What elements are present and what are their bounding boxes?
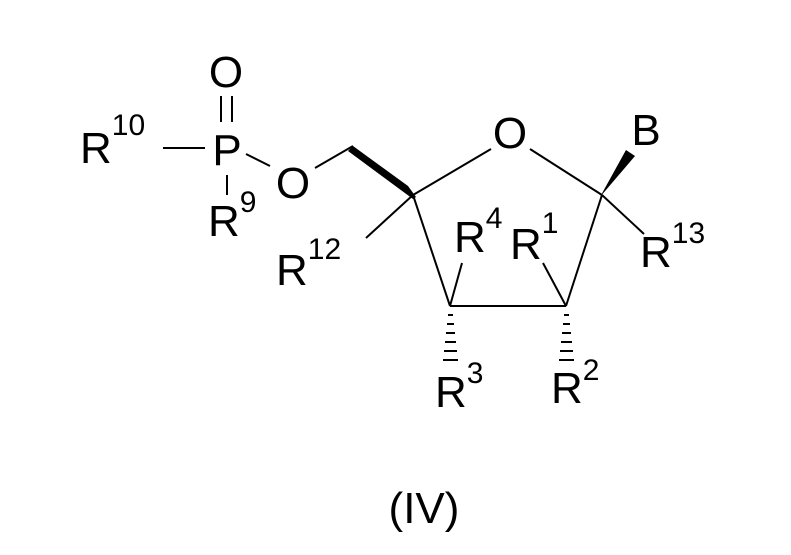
atom-o-ring: O bbox=[493, 109, 527, 158]
c4-c3-bond bbox=[413, 195, 450, 306]
atom-b: B bbox=[631, 106, 660, 155]
wedge-bond-b bbox=[600, 150, 635, 197]
hashed-bond-c2-r2 bbox=[559, 315, 574, 360]
atom-p: P bbox=[212, 126, 241, 175]
substituent-r1: R1 bbox=[510, 207, 558, 269]
oring-c1-bond bbox=[530, 149, 602, 195]
atom-o-ester: O bbox=[276, 159, 310, 208]
substituent-r3: R3 bbox=[435, 357, 483, 417]
figure-caption: (IV) bbox=[389, 484, 460, 533]
o-ch2-bond bbox=[315, 146, 353, 168]
substituent-r10: R10 bbox=[80, 109, 145, 173]
atom-o-top: O bbox=[209, 48, 243, 97]
substituent-r2: R2 bbox=[551, 354, 599, 413]
c4-r12-bond bbox=[366, 195, 413, 238]
c3-r4-bond bbox=[450, 263, 462, 306]
substituent-r13: R13 bbox=[640, 217, 705, 277]
c2-r1-bond bbox=[543, 263, 566, 306]
c4-oring-bond bbox=[413, 149, 491, 195]
c1-c2-bond bbox=[566, 195, 602, 306]
c1-r13-bond bbox=[602, 195, 644, 234]
hashed-bond-c3-r3 bbox=[443, 315, 458, 360]
atom-labels: O P O O B bbox=[209, 48, 661, 208]
p-o-ester-bond bbox=[246, 154, 270, 166]
substituent-r12: R12 bbox=[276, 233, 341, 295]
substituent-labels: R10 R9 R12 R4 R1 R13 R3 R2 bbox=[80, 109, 705, 417]
wedge-bond-c4 bbox=[348, 146, 416, 199]
substituent-r4: R4 bbox=[454, 202, 502, 262]
substituent-r9: R9 bbox=[208, 186, 256, 246]
